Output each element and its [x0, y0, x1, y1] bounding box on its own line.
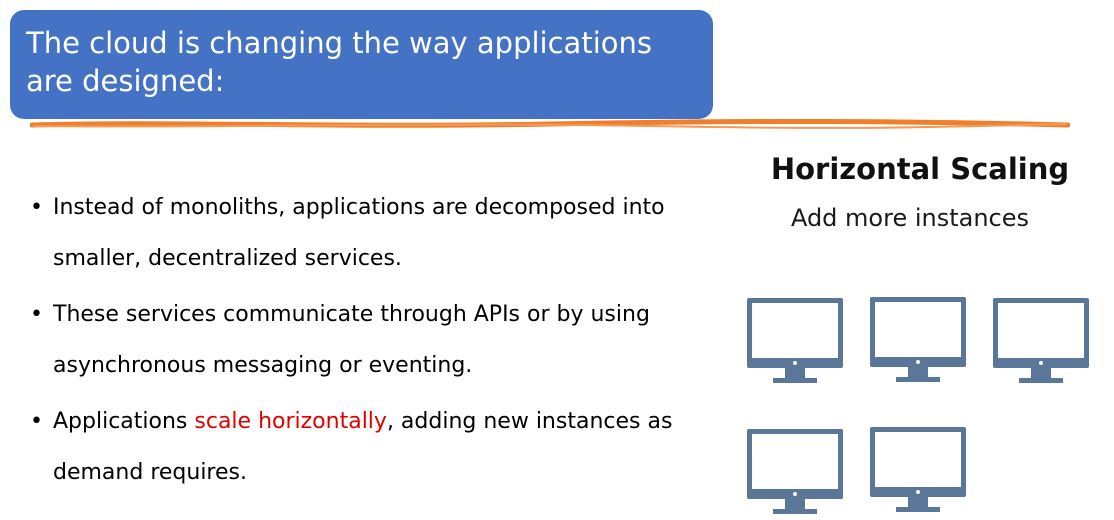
monitor-icon	[747, 429, 843, 514]
bullet-item: • Instead of monoliths, applications are…	[30, 183, 710, 284]
bullet-item: • These services communicate through API…	[30, 290, 710, 391]
bullet-dot: •	[30, 195, 43, 220]
illustration-subtitle: Add more instances	[790, 204, 1030, 232]
illustration-title: Horizontal Scaling	[770, 152, 1070, 186]
bullet-dot: •	[30, 409, 43, 434]
bullet-highlight: scale horizontally	[194, 409, 387, 434]
monitor-icon	[870, 297, 966, 382]
bullet-text: These services communicate through APIs …	[53, 302, 650, 378]
slide-title-line-1: The cloud is changing the way applicatio…	[26, 26, 652, 60]
slide-title-box: The cloud is changing the way applicatio…	[10, 10, 713, 119]
monitor-icon	[993, 298, 1089, 383]
monitor-grid	[740, 290, 1100, 520]
bullet-text-suffix: , adding new instances as demand require…	[53, 409, 673, 485]
bullet-item: • Applications scale horizontally, addin…	[30, 397, 710, 498]
monitor-icon	[870, 427, 966, 512]
bullet-list: • Instead of monoliths, applications are…	[30, 183, 710, 504]
bullet-dot: •	[30, 302, 43, 327]
title-underline	[30, 118, 1070, 129]
bullet-text: Instead of monoliths, applications are d…	[53, 195, 665, 271]
monitor-icon	[747, 298, 843, 383]
bullet-text-prefix: Applications	[53, 409, 195, 434]
slide-title-line-2: are designed:	[26, 64, 225, 98]
